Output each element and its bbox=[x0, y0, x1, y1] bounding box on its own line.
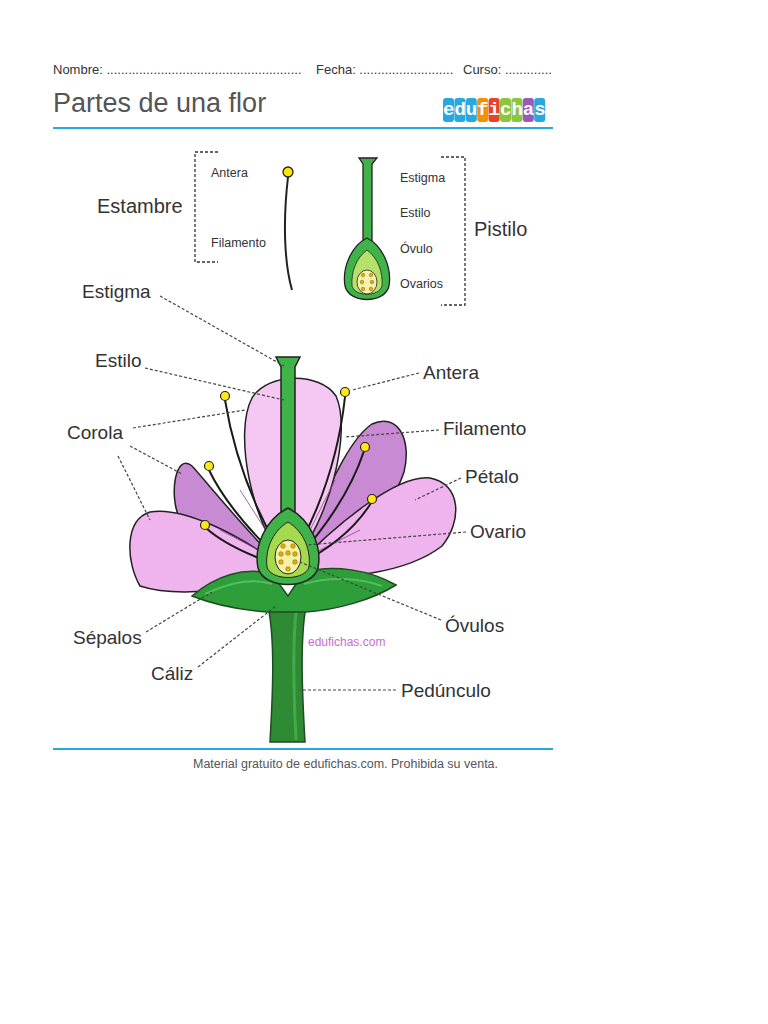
ovule bbox=[369, 287, 373, 291]
part-label: Ovario bbox=[470, 522, 526, 541]
ovule bbox=[286, 551, 291, 556]
form-field: Fecha: .......................... bbox=[316, 63, 453, 76]
ovule bbox=[293, 552, 298, 557]
part-label: Cáliz bbox=[151, 664, 193, 683]
peduncle-highlight bbox=[294, 612, 296, 740]
part-label: Filamento bbox=[211, 237, 266, 250]
logo-tiles bbox=[443, 98, 545, 122]
part-label: Estigma bbox=[82, 282, 151, 301]
ovules bbox=[360, 273, 374, 291]
leader-line bbox=[146, 592, 212, 632]
part-label: Estilo bbox=[400, 207, 431, 220]
group-label: Pistilo bbox=[474, 219, 527, 239]
pistil-ovary bbox=[344, 238, 389, 300]
group-label: Estambre bbox=[97, 196, 183, 216]
leader-line bbox=[160, 296, 284, 366]
leader-lines bbox=[118, 296, 466, 690]
part-label: Óvulo bbox=[400, 243, 433, 256]
part-label: Antera bbox=[211, 167, 248, 180]
part-label: Pétalo bbox=[465, 467, 519, 486]
pistil-ovary-cavity bbox=[357, 270, 377, 294]
part-label: Sépalos bbox=[73, 628, 142, 647]
peduncle bbox=[268, 606, 306, 742]
leader-line bbox=[306, 532, 466, 545]
worksheet-title: Partes de una flor bbox=[53, 90, 266, 117]
ovule bbox=[279, 552, 284, 557]
ovule bbox=[361, 287, 365, 291]
footer-rule bbox=[53, 748, 553, 750]
part-label: Estigma bbox=[400, 172, 445, 185]
part-label: Antera bbox=[423, 363, 479, 382]
sepal-highlight bbox=[205, 581, 272, 594]
anther bbox=[201, 521, 210, 530]
ovules bbox=[279, 544, 298, 572]
style-stigma bbox=[276, 357, 300, 520]
form-field: Nombre: ................................… bbox=[53, 63, 302, 76]
anther bbox=[221, 392, 230, 401]
leader-line bbox=[145, 368, 284, 400]
ovary-wall bbox=[267, 522, 310, 578]
stamen-filament bbox=[285, 177, 292, 290]
ovary bbox=[257, 508, 319, 585]
ovule bbox=[281, 544, 286, 549]
part-label: Pedúnculo bbox=[401, 681, 491, 700]
leader-line bbox=[198, 606, 276, 667]
site-logo: edufichas bbox=[443, 98, 546, 122]
watermark: edufichas.com bbox=[308, 636, 385, 648]
part-label: Corola bbox=[67, 423, 123, 442]
footer-note: Material gratuito de edufichas.com. Proh… bbox=[193, 758, 498, 771]
anther bbox=[361, 443, 370, 452]
part-label: Estilo bbox=[95, 351, 141, 370]
leader-line bbox=[300, 689, 396, 690]
title-rule bbox=[53, 127, 553, 129]
anther bbox=[205, 462, 214, 471]
leader-line bbox=[300, 562, 441, 620]
leader-line bbox=[133, 410, 245, 428]
leader-line bbox=[130, 446, 182, 474]
ovule bbox=[291, 544, 296, 549]
ovule bbox=[370, 280, 374, 284]
leader-line bbox=[415, 478, 461, 500]
form-field: Curso: ............. bbox=[463, 63, 552, 76]
ovule bbox=[360, 280, 364, 284]
stamen-anther bbox=[283, 167, 293, 177]
part-label: Óvulos bbox=[445, 616, 504, 635]
part-label: Filamento bbox=[443, 419, 526, 438]
part-label: Ovarios bbox=[400, 278, 443, 291]
pistil-style bbox=[359, 158, 377, 242]
leader-line bbox=[118, 456, 150, 520]
anther bbox=[368, 495, 377, 504]
pistil-ovary-wall bbox=[352, 250, 382, 294]
ovary-cavity bbox=[275, 540, 301, 574]
leader-line bbox=[345, 430, 439, 437]
leader-line bbox=[352, 373, 419, 390]
ovule bbox=[279, 560, 284, 565]
ovule bbox=[361, 273, 365, 277]
ovule bbox=[293, 560, 298, 565]
brackets bbox=[195, 152, 465, 305]
anther bbox=[341, 388, 350, 397]
ovule bbox=[369, 273, 373, 277]
ovule bbox=[286, 567, 291, 572]
